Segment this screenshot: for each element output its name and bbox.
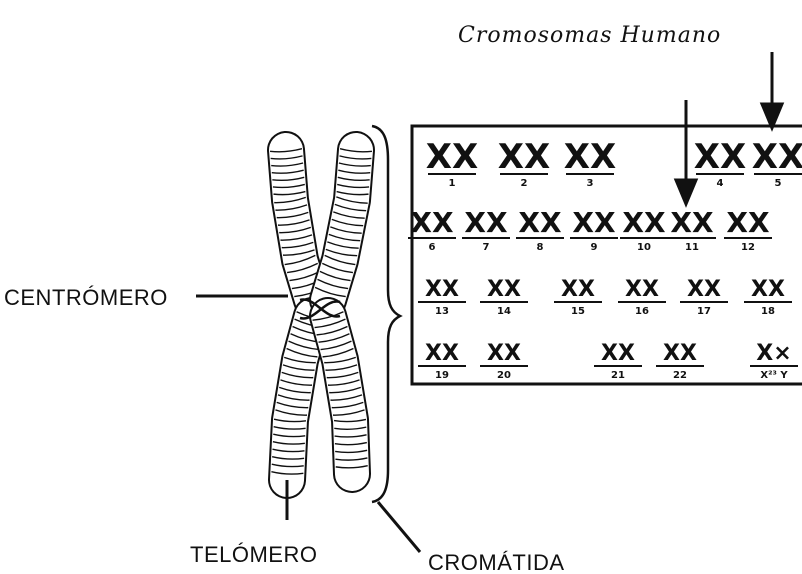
chromosome-pair-glyph: XX bbox=[625, 277, 659, 302]
centromero-label: CENTRÓMERO bbox=[4, 285, 168, 310]
pair-number: 14 bbox=[497, 306, 511, 317]
chromosome-pair-glyph: XX bbox=[425, 277, 459, 302]
telomero-label: TELÓMERO bbox=[190, 542, 317, 567]
cromatida-pointer-line bbox=[378, 502, 420, 552]
karyotype-pair: XX 21 bbox=[594, 341, 642, 381]
chromosome-pair-glyph: XX bbox=[425, 341, 459, 366]
pair-number: 22 bbox=[673, 370, 687, 381]
arrow-right-down-icon bbox=[762, 52, 782, 128]
pair-number: 17 bbox=[697, 306, 711, 317]
karyotype-pair: XX4 bbox=[694, 137, 746, 189]
karyotype-pair: XX 10 bbox=[620, 206, 668, 253]
karyotype-pair: XX2 bbox=[498, 137, 550, 189]
pair-number: 9 bbox=[591, 242, 598, 253]
pair-number: 5 bbox=[775, 178, 782, 189]
karyotype-pair: XX 20 bbox=[480, 341, 528, 381]
karyotype-pair: XX3 bbox=[564, 137, 616, 189]
karyotype-pair: XX 15 bbox=[554, 277, 602, 317]
karyotype-pair: XX1 bbox=[426, 137, 478, 189]
chromosome-pair-glyph: XX bbox=[601, 341, 635, 366]
chromosome-pair-glyph: XX bbox=[410, 206, 454, 239]
karyotype-pair: XX5 bbox=[752, 137, 802, 189]
pair-number: 7 bbox=[483, 242, 490, 253]
karyotype-pair: X× X²³ Y bbox=[750, 341, 798, 381]
karyotype-pair: XX 8 bbox=[516, 206, 564, 253]
right-chromatid-lower-arm bbox=[313, 312, 368, 474]
pair-number: 4 bbox=[717, 178, 724, 189]
karyotype-pair: XX 9 bbox=[570, 206, 618, 253]
pair-number: 16 bbox=[635, 306, 649, 317]
chromosome-pair-glyph: XX bbox=[726, 206, 770, 239]
chromosome-pair-glyph: XX bbox=[622, 206, 666, 239]
chromosome-pair-glyph: XX bbox=[464, 206, 508, 239]
karyotype-pair: XX 12 bbox=[724, 206, 772, 253]
chromosome-pair-glyph: X× bbox=[756, 341, 791, 366]
chromosome-pair-glyph: XX bbox=[752, 137, 802, 177]
pair-number: 3 bbox=[587, 178, 594, 189]
chromosome-pair-glyph: XX bbox=[487, 341, 521, 366]
karyotype-pair: XX 17 bbox=[680, 277, 728, 317]
chromatid-bracket bbox=[372, 126, 400, 502]
pair-number: 8 bbox=[537, 242, 544, 253]
chromosome-pair-glyph: XX bbox=[498, 137, 550, 177]
pair-number: 18 bbox=[761, 306, 775, 317]
pair-number: 2 bbox=[521, 178, 528, 189]
chromosome-pair-glyph: XX bbox=[694, 137, 746, 177]
karyotype-pair: XX 19 bbox=[418, 341, 466, 381]
chromosome-pair-glyph: XX bbox=[426, 137, 478, 177]
chromosome-pair-glyph: XX bbox=[518, 206, 562, 239]
cromatida-label: CROMÁTIDA bbox=[428, 550, 565, 574]
chromosome-pair-glyph: XX bbox=[663, 341, 697, 366]
pair-number: 6 bbox=[429, 242, 436, 253]
pair-number: 10 bbox=[637, 242, 651, 253]
pair-number: 21 bbox=[611, 370, 625, 381]
pair-number: 20 bbox=[497, 370, 511, 381]
chromosome-pair-glyph: XX bbox=[564, 137, 616, 177]
karyotype-pair: XX 6 bbox=[408, 206, 456, 253]
pair-number: 13 bbox=[435, 306, 449, 317]
karyotype-pair: XX 7 bbox=[462, 206, 510, 253]
chromosome-pair-glyph: XX bbox=[561, 277, 595, 302]
pair-number: 1 bbox=[449, 178, 456, 189]
pair-number: 12 bbox=[741, 242, 755, 253]
right-chromatid-upper-arm bbox=[315, 149, 372, 300]
chromosome-pair-glyph: XX bbox=[487, 277, 521, 302]
diagram-title: Cromosomas Humano bbox=[458, 23, 721, 48]
chromosome-illustration bbox=[270, 149, 372, 480]
pair-number: 11 bbox=[685, 242, 699, 253]
pair-number: 19 bbox=[435, 370, 449, 381]
karyotype-pair: XX 22 bbox=[656, 341, 704, 381]
pair-number: 15 bbox=[571, 306, 585, 317]
karyotype-pair: XX 11 bbox=[668, 206, 716, 253]
chromosome-pair-glyph: XX bbox=[687, 277, 721, 302]
chromosome-pair-glyph: XX bbox=[572, 206, 616, 239]
chromosome-pair-glyph: XX bbox=[751, 277, 785, 302]
karyotype-pair: XX 18 bbox=[744, 277, 792, 317]
karyotype-pair: XX 14 bbox=[480, 277, 528, 317]
pair-number: X²³ Y bbox=[760, 370, 788, 381]
karyotype-pair: XX 13 bbox=[418, 277, 466, 317]
karyotype-grid: XX1XX2XX3XX4XX5XX6XX7XX8XX9XX10XX11XX12X… bbox=[408, 137, 802, 381]
karyotype-pair: XX 16 bbox=[618, 277, 666, 317]
chromosome-pair-glyph: XX bbox=[670, 206, 714, 239]
